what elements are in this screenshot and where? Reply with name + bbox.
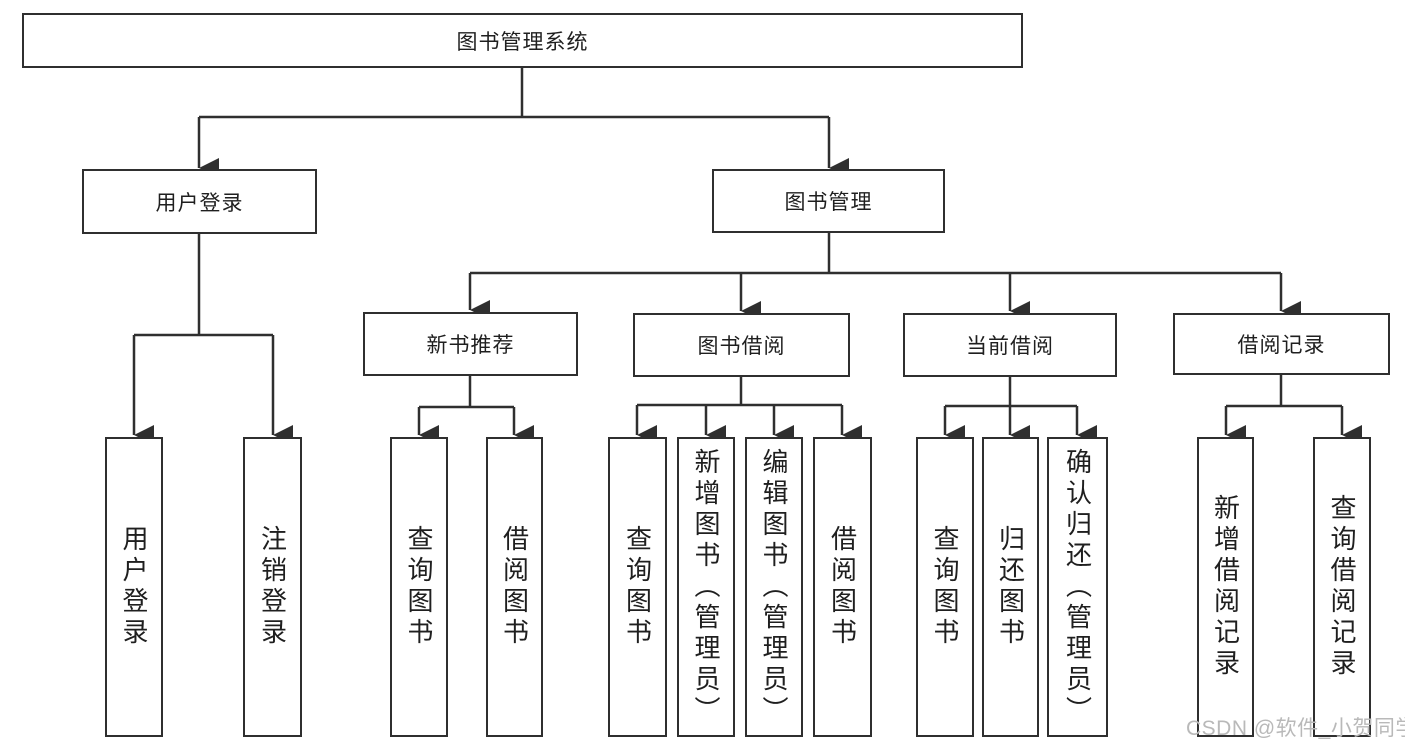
connector-book-management-split xyxy=(468,233,1301,321)
leaf-borrow-books-label: 借阅图书 xyxy=(827,525,858,649)
leaf-confirm-return-admin: 确认归还（管理员） xyxy=(1047,437,1108,737)
leaf-user-login: 用户登录 xyxy=(105,437,163,737)
leaf-add-book-admin: 新增图书（管理员） xyxy=(677,437,735,737)
leaf-query-books-current: 查询图书 xyxy=(916,437,974,737)
leaf-query-books-borrow-label: 查询图书 xyxy=(622,525,653,649)
node-new-book-recommend-label: 新书推荐 xyxy=(426,334,515,357)
node-current-borrow: 当前借阅 xyxy=(903,313,1117,377)
leaf-logout: 注销登录 xyxy=(243,437,302,737)
leaf-query-books-recommend: 查询图书 xyxy=(390,437,448,737)
leaf-edit-book-admin: 编辑图书（管理员） xyxy=(745,437,803,737)
node-book-management-label: 图书管理 xyxy=(784,191,873,214)
watermark: CSDN @软件_小贺同学 xyxy=(1186,717,1405,740)
leaf-return-book: 归还图书 xyxy=(982,437,1039,737)
connector-new-book-recommend-split xyxy=(417,376,534,445)
leaf-return-book-label: 归还图书 xyxy=(995,525,1026,649)
connector-user-login-split xyxy=(132,234,293,445)
node-borrow-records-label: 借阅记录 xyxy=(1237,334,1326,357)
leaf-borrow-books-recommend-label: 借阅图书 xyxy=(499,525,530,649)
leaf-edit-book-admin-label: 编辑图书（管理员） xyxy=(759,447,789,727)
node-book-borrow-label: 图书借阅 xyxy=(697,335,786,358)
node-current-borrow-label: 当前借阅 xyxy=(966,335,1054,358)
node-new-book-recommend: 新书推荐 xyxy=(363,312,578,376)
leaf-add-book-admin-label: 新增图书（管理员） xyxy=(691,447,721,727)
node-book-borrow: 图书借阅 xyxy=(633,313,850,377)
leaf-confirm-return-admin-label: 确认归还（管理员） xyxy=(1062,447,1093,727)
leaf-logout-label: 注销登录 xyxy=(257,525,288,649)
node-borrow-records: 借阅记录 xyxy=(1173,313,1390,375)
node-user-login: 用户登录 xyxy=(82,169,317,234)
leaf-query-books-recommend-label: 查询图书 xyxy=(404,525,434,649)
leaf-add-borrow-record-label: 新增借阅记录 xyxy=(1210,494,1241,680)
connector-current-borrow-split xyxy=(943,377,1097,445)
leaf-query-books-borrow: 查询图书 xyxy=(608,437,667,737)
leaf-query-books-current-label: 查询图书 xyxy=(930,525,960,649)
node-root-label: 图书管理系统 xyxy=(456,30,589,54)
connector-borrow-records-split xyxy=(1224,375,1362,445)
leaf-add-borrow-record: 新增借阅记录 xyxy=(1197,437,1254,737)
leaf-borrow-books: 借阅图书 xyxy=(813,437,872,737)
leaf-borrow-books-recommend: 借阅图书 xyxy=(486,437,543,737)
leaf-query-borrow-record-label: 查询借阅记录 xyxy=(1327,494,1357,680)
leaf-query-borrow-record: 查询借阅记录 xyxy=(1313,437,1371,737)
connector-book-borrow-split xyxy=(635,377,862,445)
node-root: 图书管理系统 xyxy=(22,13,1023,68)
node-user-login-label: 用户登录 xyxy=(155,191,244,215)
leaf-user-login-label: 用户登录 xyxy=(119,525,149,649)
node-book-management: 图书管理 xyxy=(712,169,945,233)
connector-root-split xyxy=(197,68,849,178)
